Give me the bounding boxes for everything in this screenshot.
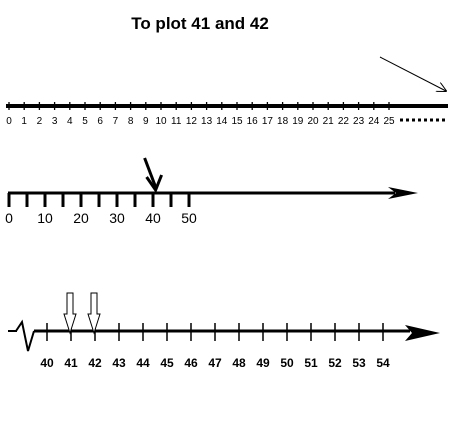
line-1-tick-label: 18 bbox=[277, 116, 289, 127]
line-3-tick-label: 51 bbox=[304, 356, 318, 370]
line-1-tick-label: 25 bbox=[383, 116, 395, 127]
line-3-tick-label: 45 bbox=[160, 356, 174, 370]
line-3-tick-label: 40 bbox=[40, 356, 54, 370]
diagram-title: To plot 41 and 42 bbox=[131, 14, 269, 33]
line-1-tick-label: 15 bbox=[231, 116, 243, 127]
line-2-tick-label: 20 bbox=[73, 210, 89, 226]
line-2-tick-label: 50 bbox=[181, 210, 197, 226]
line-2-tick-label: 10 bbox=[37, 210, 53, 226]
line-1-tick-label: 0 bbox=[6, 116, 12, 127]
line-3-tick-label: 41 bbox=[64, 356, 78, 370]
line-3-tick-label: 53 bbox=[352, 356, 366, 370]
line-1-tick-label: 1 bbox=[21, 116, 27, 127]
line-1-tick-label: 17 bbox=[262, 116, 274, 127]
line-1-tick-label: 2 bbox=[37, 116, 43, 127]
line-2-arrowhead bbox=[388, 187, 418, 199]
line-1-tick-label: 24 bbox=[368, 116, 380, 127]
line-1-tick-label: 5 bbox=[82, 116, 88, 127]
line-3-marker-arrow-42 bbox=[87, 292, 101, 335]
line-3-tick-label: 47 bbox=[208, 356, 222, 370]
line-3-tick-label: 52 bbox=[328, 356, 342, 370]
line-1-tick-label: 4 bbox=[67, 116, 73, 127]
line-1-tick-label: 9 bbox=[143, 116, 149, 127]
line-1-tick-label: 22 bbox=[338, 116, 350, 127]
line-2-marker-arrow bbox=[143, 157, 158, 188]
line-3-tick-label: 43 bbox=[112, 356, 126, 370]
line-3-arrowhead bbox=[405, 325, 440, 341]
line-1-tick-label: 3 bbox=[52, 116, 58, 127]
line-1-tick-label: 10 bbox=[155, 116, 167, 127]
line-3-tick-label: 46 bbox=[184, 356, 198, 370]
line-1-tick-label: 12 bbox=[186, 116, 198, 127]
line-1-tick-label: 16 bbox=[247, 116, 259, 127]
line-1-tick-label: 23 bbox=[353, 116, 365, 127]
line-2-tick-label: 40 bbox=[145, 210, 161, 226]
line-3-tick-label: 42 bbox=[88, 356, 102, 370]
line-1-tick-label: 21 bbox=[323, 116, 335, 127]
line-3-break-symbol bbox=[15, 319, 35, 352]
arrow-pointer-line-1 bbox=[379, 56, 446, 91]
line-2-tick-label: 0 bbox=[5, 210, 13, 226]
line-1-tick-label: 7 bbox=[113, 116, 119, 127]
line-1-tick-label: 6 bbox=[97, 116, 103, 127]
line-3-tick-label: 54 bbox=[376, 356, 390, 370]
line-3-tick-label: 50 bbox=[280, 356, 294, 370]
line-3-tick-label: 49 bbox=[256, 356, 270, 370]
line-1-tick-label: 19 bbox=[292, 116, 304, 127]
line-3-tick-label: 48 bbox=[232, 356, 246, 370]
line-2-marker-arrowhead bbox=[145, 174, 163, 194]
line-1-tick-label: 11 bbox=[171, 116, 182, 127]
number-line-3: 40 41 42 43 44 45 46 47 48 49 50 51 52 53 54 bbox=[8, 292, 440, 370]
line-1-tick-label: 8 bbox=[128, 116, 134, 127]
line-2-tick-label: 30 bbox=[109, 210, 125, 226]
line-1-tick-label: 20 bbox=[307, 116, 319, 127]
line-3-tick-label: 44 bbox=[136, 356, 150, 370]
line-1-tick-label: 14 bbox=[216, 116, 228, 127]
line-1-tick-label: 13 bbox=[201, 116, 213, 127]
number-line-2: 0 10 20 30 40 50 bbox=[5, 157, 418, 226]
line-3-marker-arrow-41 bbox=[63, 292, 77, 335]
